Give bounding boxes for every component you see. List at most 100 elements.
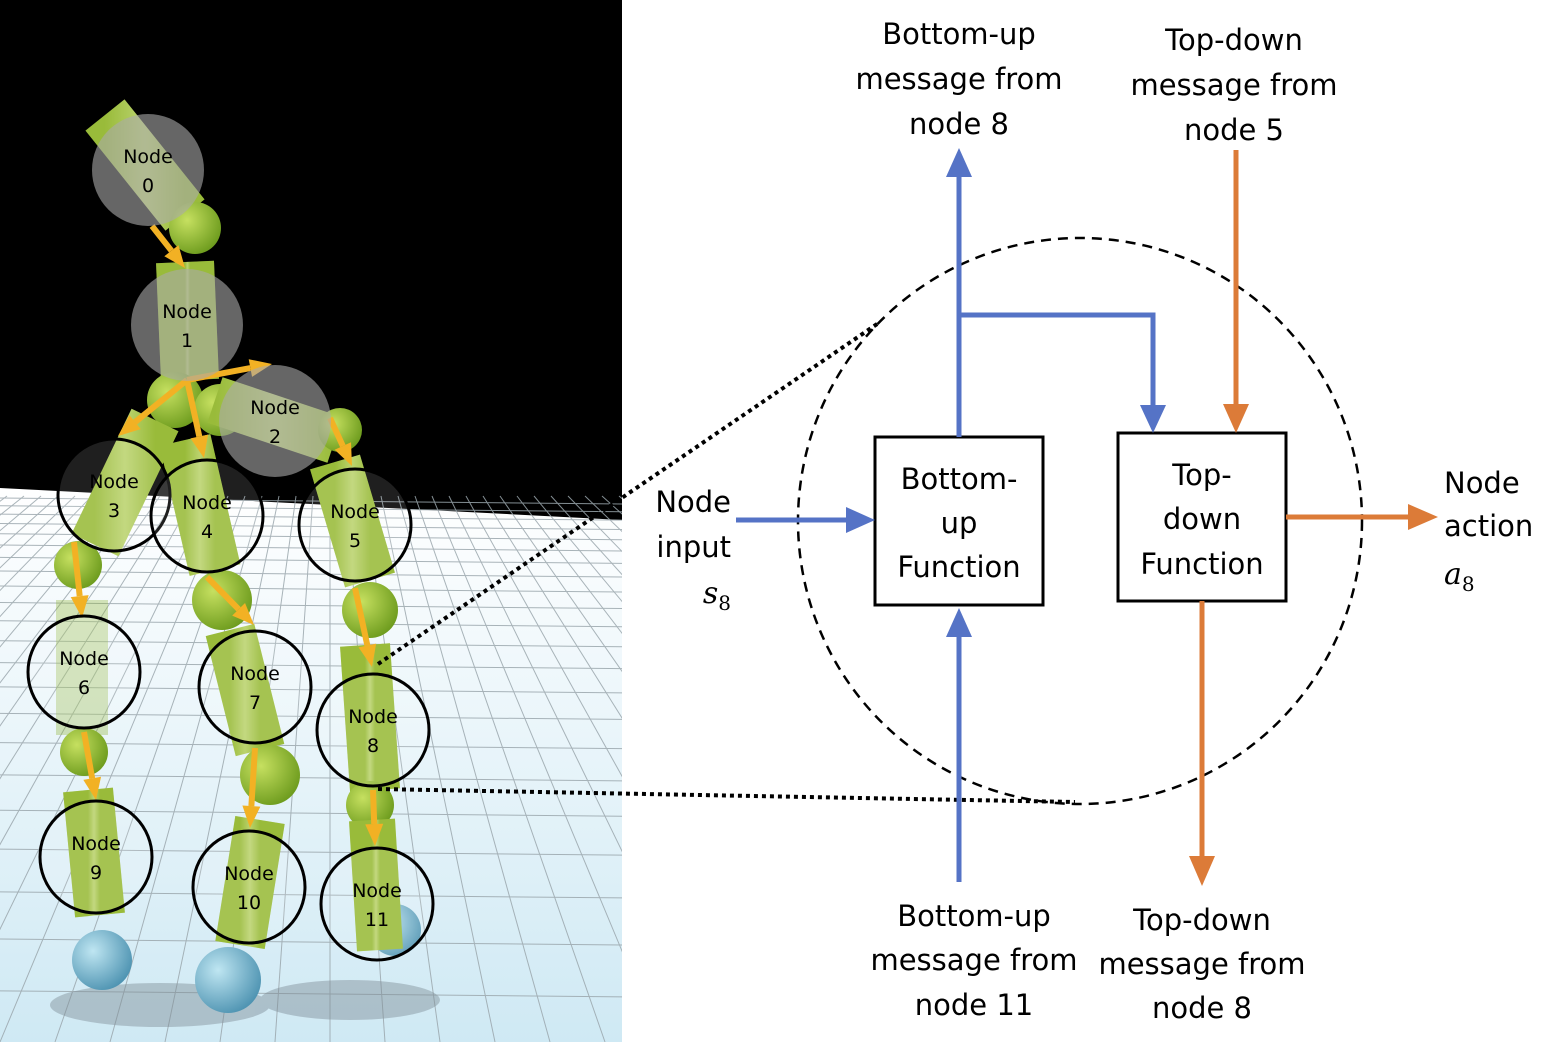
node-input-symbol-subscript: 8	[718, 591, 731, 615]
tree-edge-arrow	[184, 379, 203, 438]
top-down-arrows	[1199, 150, 1410, 858]
tree-edge-arrowhead	[242, 805, 261, 828]
arrowhead-up-bottom	[946, 608, 972, 637]
robot-limb-shade	[310, 454, 395, 588]
robot-node-10: Node 10	[191, 829, 307, 945]
robot-limb	[215, 816, 285, 949]
robot-foot	[195, 947, 261, 1013]
bottom-up-box-line-2: up	[941, 506, 978, 540]
robot-joint	[169, 202, 221, 254]
bottom-up-to-top-down-arrow	[959, 312, 1156, 410]
tree-edge-arrowhead	[334, 442, 352, 466]
floor-grid-line	[0, 495, 93, 592]
top-down-box-line-3: Function	[1140, 547, 1263, 581]
tree-edge-arrow	[370, 789, 378, 825]
robot-node-word: Node	[182, 492, 232, 514]
top-down-box-line-2: down	[1163, 502, 1241, 536]
tree-edge-arrowhead	[358, 643, 377, 667]
robot-node-word: Node	[224, 863, 274, 885]
zoom-line-upper	[376, 320, 882, 666]
tree-edge-arrow	[81, 731, 96, 779]
robot-limb-shade	[215, 816, 285, 949]
node-action-label-line-2: action	[1444, 509, 1533, 543]
node-input-label-line-1: Node	[655, 485, 731, 519]
node-action-symbol: a8	[1444, 557, 1475, 596]
robot-limb-shade	[71, 408, 179, 557]
tree-edge-arrow	[248, 747, 258, 807]
robot-limb	[63, 787, 125, 918]
robot-limb	[71, 408, 179, 557]
robot-limb-shade	[340, 643, 400, 792]
robot-node-number: 7	[249, 692, 261, 714]
tree-edge-arrowhead	[232, 602, 254, 625]
robot-node-circle	[131, 269, 243, 381]
floor-grid-line	[0, 990, 622, 998]
node-action-symbol-subscript: 8	[1462, 572, 1475, 596]
floor-grid-line	[0, 495, 110, 618]
robot-node-word: Node	[250, 397, 300, 419]
arrowhead-down-topdown	[1140, 405, 1166, 433]
robot-node-word: Node	[352, 880, 402, 902]
top-right-label-line-1: Top-down	[1164, 23, 1303, 57]
robot-node-word: Node	[162, 301, 212, 323]
tree-edge-arrowhead	[83, 776, 102, 800]
bottom-right-label-line-1: Top-down	[1132, 903, 1271, 937]
robot-node-number: 5	[349, 530, 361, 552]
robot-node-number: 10	[237, 892, 261, 914]
tree-edge-arrow	[327, 416, 346, 448]
node-input-label-line-2: input	[656, 530, 731, 564]
robot-node-circle	[191, 829, 307, 945]
floor-grid-line	[431, 495, 622, 953]
robot-node-word: Node	[230, 663, 280, 685]
robot-node-circle	[92, 114, 204, 226]
robot-foot	[72, 930, 132, 990]
robot-node-1: Node 1	[131, 269, 243, 381]
floor-grid-line	[414, 495, 606, 1042]
bottom-right-label-line-3: node 8	[1152, 991, 1252, 1025]
robot-node-word: Node	[71, 833, 121, 855]
bottom-right-label-line-2: message from	[1098, 947, 1305, 981]
tree-edge-arrow	[133, 377, 189, 425]
robot-limb	[205, 623, 285, 757]
robot-node-circle	[26, 614, 142, 730]
robot-node-number: 1	[181, 330, 193, 352]
robot-node-word: Node	[59, 648, 109, 670]
bottom-left-label-line-2: message from	[870, 943, 1077, 977]
robot-limb	[310, 454, 395, 588]
robot-node-circle	[56, 437, 172, 553]
tree-edge-arrowhead	[70, 595, 89, 618]
bottom-up-arrows	[736, 175, 1156, 882]
robot-node-circle	[319, 846, 435, 962]
robot-limb-shade	[205, 623, 285, 757]
floor-grid-line	[0, 774, 622, 782]
floor-grid-line	[482, 495, 622, 719]
tree-edge-arrowhead	[164, 245, 185, 268]
node-detail-diagram: Bottom- up Function Top- down Function	[655, 17, 1533, 1025]
robot-node-number: 3	[108, 500, 120, 522]
robot-node-word: Node	[89, 471, 139, 493]
arrowhead-down-bottom	[1189, 856, 1215, 886]
arrowhead-right-action	[1408, 504, 1438, 530]
tree-edge-arrow	[204, 574, 241, 612]
top-left-label-line-2: message from	[855, 62, 1062, 96]
bottom-up-box-line-3: Function	[897, 550, 1020, 584]
robot-node-4: Node 4	[149, 458, 265, 574]
tree-edge-arrowhead	[118, 415, 141, 436]
robot-node-number: 4	[201, 521, 213, 543]
robot-limb	[340, 643, 400, 792]
robot-node-circle	[297, 467, 413, 583]
floor-grid-line	[380, 495, 496, 1042]
node-action-symbol-letter: a	[1444, 557, 1462, 592]
bottom-left-label-line-3: node 11	[915, 988, 1034, 1022]
floor-grid-line	[0, 495, 229, 1042]
robot-node-3: Node 3	[56, 437, 172, 553]
tree-edge-arrow	[149, 224, 174, 253]
floor-grid-line	[164, 495, 280, 1042]
kinematic-tree-arrows	[70, 224, 384, 846]
